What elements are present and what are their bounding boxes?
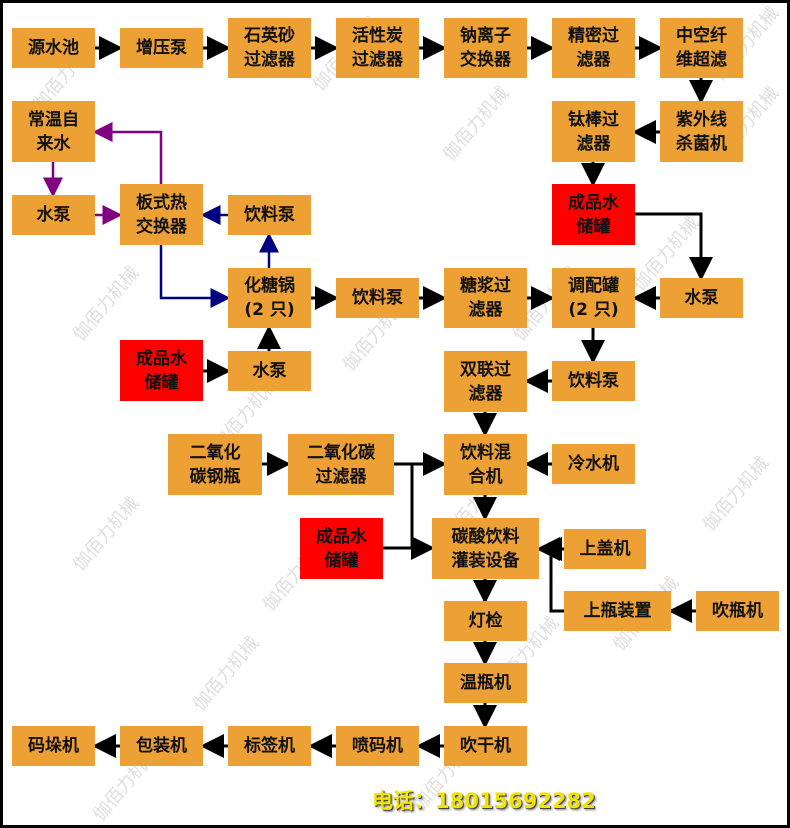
flow-arrow <box>635 212 713 281</box>
process-node: 吹瓶机 <box>696 591 779 631</box>
process-node: 饮料混 合机 <box>444 434 527 495</box>
process-node: 标签机 <box>228 726 311 766</box>
process-node: 化糖锅 (2 只) <box>228 268 311 328</box>
process-node: 水泵 <box>228 351 311 391</box>
process-node: 增压泵 <box>120 28 203 68</box>
process-node: 二氧化碳 过滤器 <box>288 434 394 495</box>
process-node: 饮料泵 <box>552 361 635 401</box>
process-node: 糖浆过 滤器 <box>444 268 527 328</box>
process-node: 上盖机 <box>564 529 646 569</box>
storage-tank-node: 成品水 储罐 <box>552 184 635 245</box>
process-node: 双联过 滤器 <box>444 351 527 412</box>
process-node: 包装机 <box>120 726 203 766</box>
process-node: 紫外线 杀菌机 <box>660 101 743 162</box>
process-node: 饮料泵 <box>228 195 311 235</box>
process-node: 温瓶机 <box>444 663 527 703</box>
phone-number: 电话：18015692282 <box>372 789 596 813</box>
process-node: 钛棒过 滤器 <box>552 101 635 162</box>
flow-arrow <box>92 122 163 184</box>
process-node: 碳酸饮料 灌装设备 <box>432 518 539 579</box>
process-node: 调配罐 (2 只) <box>552 268 635 328</box>
process-node: 钠离子 交换器 <box>444 18 527 78</box>
process-node: 活性炭 过滤器 <box>336 18 419 78</box>
process-node: 常温自 来水 <box>12 101 95 162</box>
process-node: 喷码机 <box>336 726 419 766</box>
process-node: 精密过 滤器 <box>552 18 635 78</box>
process-node: 二氧化 碳钢瓶 <box>168 434 262 495</box>
process-node: 水泵 <box>12 195 95 235</box>
process-node: 码垛机 <box>12 726 95 766</box>
process-node: 饮料泵 <box>336 278 419 318</box>
storage-tank-node: 成品水 储罐 <box>300 518 383 579</box>
storage-tank-node: 成品水 储罐 <box>120 340 203 401</box>
process-node: 吹干机 <box>444 726 527 766</box>
process-node: 水泵 <box>660 278 743 318</box>
process-node: 灯检 <box>444 601 527 641</box>
process-node: 石英砂 过滤器 <box>228 18 311 78</box>
process-node: 上瓶装置 <box>564 591 671 631</box>
flow-arrow <box>538 537 564 613</box>
flow-arrow <box>159 245 231 308</box>
process-node: 中空纤 维超滤 <box>660 18 743 78</box>
process-node: 板式热 交换器 <box>120 184 203 245</box>
process-node: 冷水机 <box>552 444 635 484</box>
process-node: 源水池 <box>12 28 95 68</box>
